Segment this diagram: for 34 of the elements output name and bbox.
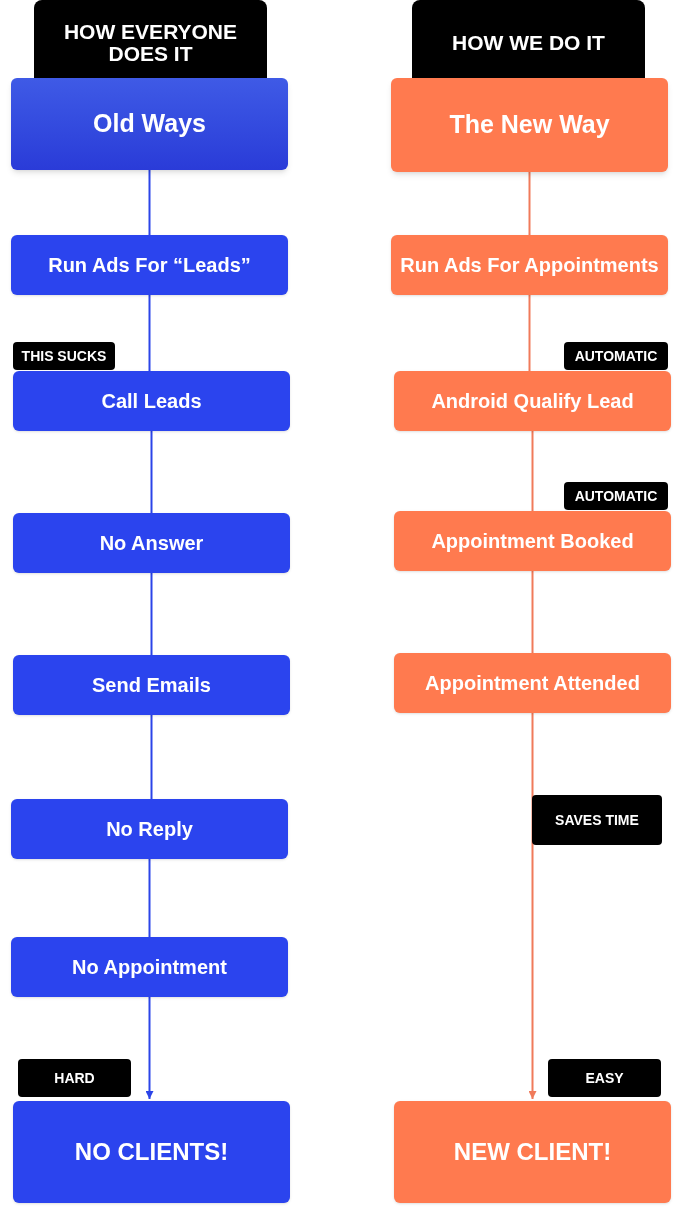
result-box: NO CLIENTS! — [13, 1101, 290, 1203]
process-box: Send Emails — [13, 655, 290, 715]
connector-line — [531, 570, 534, 654]
tag-label: THIS SUCKS — [13, 342, 115, 370]
tag-label: SAVES TIME — [532, 795, 662, 845]
process-box: No Reply — [11, 799, 288, 859]
header-tab: HOW WE DO IT — [412, 0, 645, 78]
process-box: Android Qualify Lead — [394, 371, 671, 431]
start-box: Old Ways — [11, 78, 288, 170]
tag-label: HARD — [18, 1059, 131, 1097]
result-box: NEW CLIENT! — [394, 1101, 671, 1203]
process-box: No Appointment — [11, 937, 288, 997]
connector-line — [531, 430, 534, 512]
process-box: Appointment Attended — [394, 653, 671, 713]
connector-line — [150, 430, 153, 514]
tag-label: AUTOMATIC — [564, 482, 668, 510]
tag-label: AUTOMATIC — [564, 342, 668, 370]
arrow — [145, 996, 154, 1100]
connector-line — [528, 294, 531, 372]
connector-line — [148, 169, 151, 236]
process-box: Run Ads For Appointments — [391, 235, 668, 295]
connector-line — [528, 171, 531, 236]
connector-line — [150, 714, 153, 800]
connector-line — [148, 294, 151, 372]
process-box: Appointment Booked — [394, 511, 671, 571]
process-box: Run Ads For “Leads” — [11, 235, 288, 295]
tag-label: EASY — [548, 1059, 661, 1097]
process-box: No Answer — [13, 513, 290, 573]
arrow — [528, 712, 537, 1100]
header-tab: HOW EVERYONE DOES IT — [34, 0, 267, 78]
connector-line — [150, 572, 153, 656]
process-box: Call Leads — [13, 371, 290, 431]
connector-line — [148, 858, 151, 938]
start-box: The New Way — [391, 78, 668, 172]
